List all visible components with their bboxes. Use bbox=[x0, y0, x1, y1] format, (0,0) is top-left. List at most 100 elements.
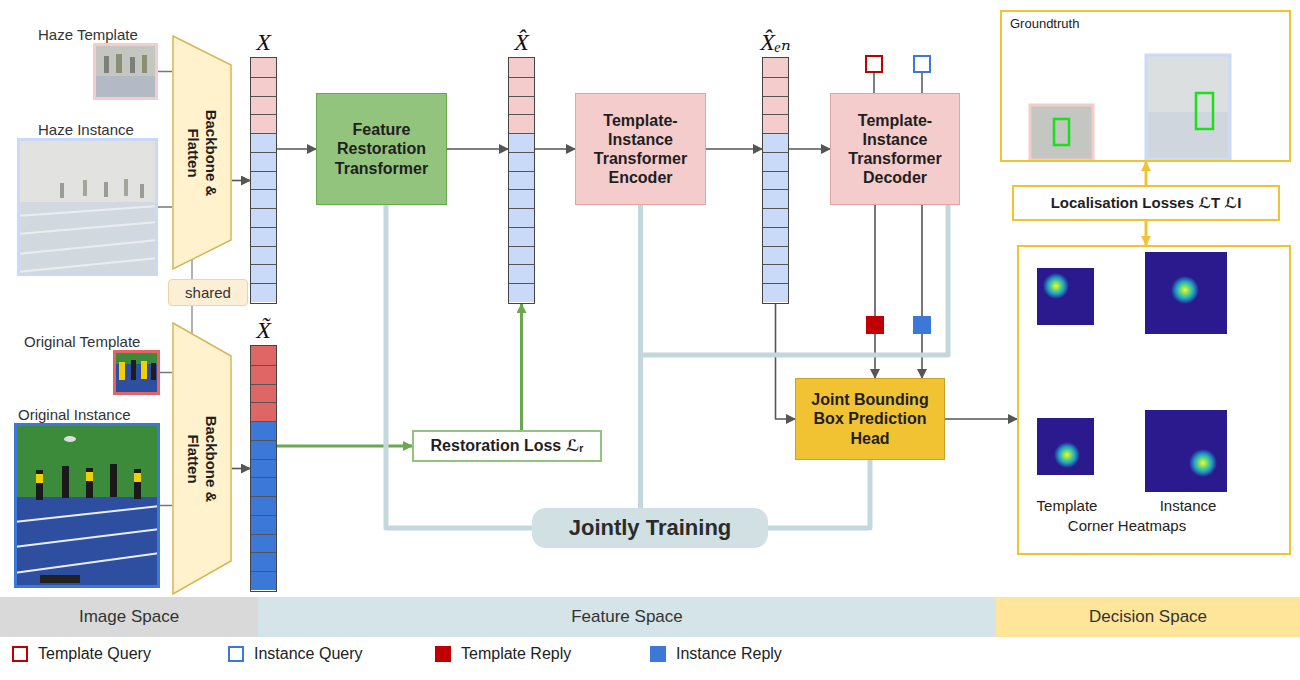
haze-template-image bbox=[130, 57, 135, 73]
vector-cell bbox=[763, 283, 788, 302]
connector bbox=[191, 260, 193, 279]
corner-heatmaps bbox=[1171, 276, 1199, 304]
decoder-queries bbox=[866, 56, 882, 72]
original-instance-image bbox=[14, 423, 160, 588]
vector-cell bbox=[251, 534, 276, 553]
vector-cell bbox=[763, 246, 788, 265]
node-heading: Original Instance bbox=[18, 406, 131, 423]
vector-cell bbox=[763, 264, 788, 283]
connector bbox=[277, 445, 412, 448]
original-instance-image bbox=[134, 469, 141, 499]
haze-template-image bbox=[93, 76, 158, 100]
vector-cell bbox=[251, 246, 276, 265]
node-label: Instance bbox=[1147, 497, 1229, 515]
haze-template-image bbox=[104, 56, 109, 73]
node-heading: Haze Template bbox=[38, 26, 138, 43]
vector-cell bbox=[509, 114, 534, 133]
node-heading: X̂ bbox=[514, 29, 529, 57]
connector bbox=[232, 468, 250, 470]
vector-cell bbox=[509, 171, 534, 190]
decoder-replies bbox=[866, 316, 931, 334]
vector-cell bbox=[251, 346, 276, 365]
connector bbox=[921, 205, 923, 378]
original-instance-image bbox=[14, 506, 160, 573]
haze-instance-image bbox=[17, 138, 158, 276]
corner-heatmaps bbox=[1043, 273, 1069, 299]
node-label: Template bbox=[1019, 497, 1115, 515]
corner-heatmaps bbox=[1037, 268, 1094, 325]
node-label: Groundtruth bbox=[1010, 16, 1130, 32]
legend-label: Instance Query bbox=[254, 645, 363, 663]
vector-cell bbox=[251, 96, 276, 115]
connector bbox=[158, 206, 172, 208]
vector-cell bbox=[251, 421, 276, 440]
connector bbox=[874, 205, 876, 378]
legend-item: Instance Query bbox=[228, 645, 363, 663]
vector-cell bbox=[509, 264, 534, 283]
connector bbox=[776, 304, 796, 419]
node-label: Corner Heatmaps bbox=[1037, 517, 1217, 535]
haze-template-image bbox=[116, 54, 122, 73]
haze-instance-image bbox=[17, 202, 158, 276]
vector-cell bbox=[251, 402, 276, 421]
corner-heatmaps bbox=[1054, 442, 1080, 468]
vector-cell bbox=[251, 77, 276, 96]
original-instance-image bbox=[36, 474, 43, 483]
decoder-replies bbox=[866, 316, 884, 334]
connector bbox=[232, 180, 250, 182]
corner-heatmaps bbox=[1145, 252, 1227, 334]
vector-cell bbox=[763, 208, 788, 227]
vector-cell bbox=[763, 133, 788, 152]
vector-cell bbox=[251, 114, 276, 133]
vector-cell bbox=[251, 58, 276, 77]
vector-cell bbox=[251, 283, 276, 302]
space-band: Image Space bbox=[0, 597, 258, 637]
heatmap-panel: Template InstanceCorner Heatmaps bbox=[1017, 245, 1291, 555]
original-template-image bbox=[151, 363, 156, 380]
node-label: Backbone & Flatten bbox=[184, 101, 220, 205]
haze-instance-image bbox=[104, 182, 108, 197]
legend-item: Template Query bbox=[12, 645, 151, 663]
shared-tag: shared bbox=[168, 279, 248, 306]
vector-cell bbox=[251, 384, 276, 403]
image-thumbnail: Original Template bbox=[113, 350, 160, 395]
connector bbox=[706, 148, 762, 150]
connector bbox=[447, 148, 508, 150]
haze-instance-image bbox=[83, 180, 87, 196]
image-thumbnail: Haze Template bbox=[93, 43, 158, 100]
corner-heatmaps bbox=[1037, 252, 1227, 492]
vector-cell bbox=[763, 58, 788, 77]
haze-instance-image bbox=[124, 179, 128, 196]
node-heading: X̃ bbox=[256, 317, 271, 345]
transformer-box: Template-Instance Transformer Decoder bbox=[830, 93, 960, 205]
groundtruth-images bbox=[1054, 119, 1069, 145]
decoder-replies bbox=[913, 316, 931, 334]
connector bbox=[277, 148, 316, 150]
image-thumbnail: Haze Instance bbox=[17, 138, 158, 276]
haze-instance-image bbox=[17, 138, 158, 276]
legend-swatch bbox=[228, 646, 244, 662]
original-instance-image bbox=[36, 470, 43, 500]
vector-cell bbox=[509, 77, 534, 96]
loss-box: Restoration Loss ℒᵣ bbox=[412, 430, 602, 462]
haze-template-image bbox=[93, 43, 158, 100]
feature-vector: X bbox=[250, 57, 277, 304]
vector-cell bbox=[251, 264, 276, 283]
haze-instance-image bbox=[17, 206, 158, 272]
legend-label: Template Reply bbox=[461, 645, 571, 663]
backbone-trapezoid: Backbone & Flatten bbox=[172, 35, 232, 270]
training-box: Jointly Training bbox=[532, 508, 768, 548]
node-label: Jointly Training bbox=[569, 515, 732, 541]
vector-cell bbox=[251, 496, 276, 515]
original-instance-image bbox=[64, 436, 76, 442]
vector-cell bbox=[509, 189, 534, 208]
vector-cell bbox=[251, 552, 276, 571]
original-template-image bbox=[113, 350, 160, 395]
decoder-queries bbox=[873, 72, 875, 93]
vector-cell bbox=[763, 189, 788, 208]
vector-cell bbox=[509, 246, 534, 265]
space-band: Decision Space bbox=[996, 597, 1300, 637]
vector-cell bbox=[763, 77, 788, 96]
node-label: Template-Instance Transformer Decoder bbox=[837, 111, 953, 188]
